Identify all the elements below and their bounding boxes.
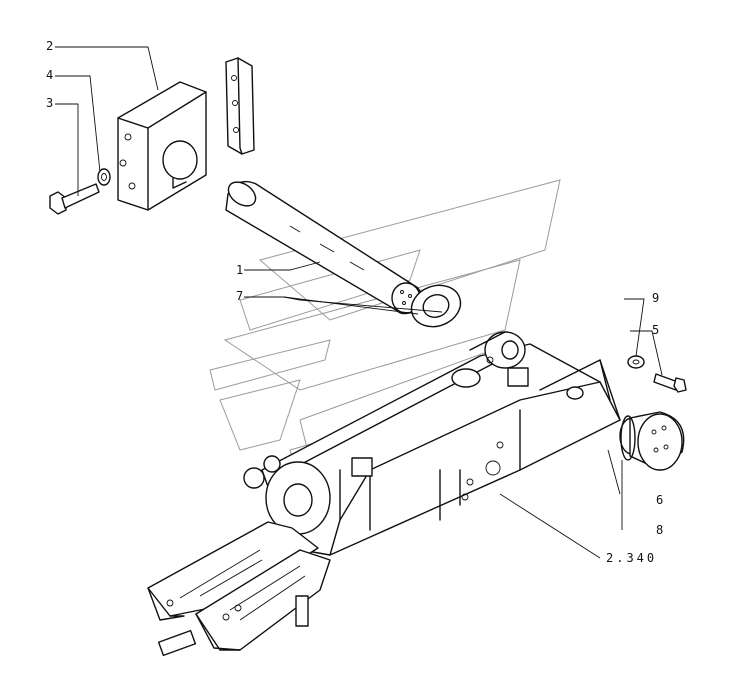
callout-1: 1 — [236, 263, 243, 277]
callout-4: 4 — [46, 68, 53, 82]
callout-2: 2 — [46, 39, 53, 53]
bearing-block — [117, 81, 207, 211]
cover-item-6 — [619, 411, 685, 471]
bolt-item-5 — [653, 373, 687, 393]
clamp-plate — [225, 57, 255, 155]
washer-item-9 — [627, 355, 645, 369]
callout-8: 8 — [656, 523, 663, 537]
axle-housing — [243, 331, 621, 556]
washer-item-4 — [97, 168, 111, 186]
callout-3: 3 — [46, 96, 53, 110]
o-ring-item-8 — [620, 415, 636, 461]
bolt-item-3 — [49, 183, 100, 215]
thrust-washer-item-7 — [410, 284, 462, 328]
callout-labels: 2 4 3 1 7 9 5 6 8 2.340 — [46, 39, 663, 565]
callout-5: 5 — [652, 323, 659, 337]
callout-6: 6 — [656, 493, 663, 507]
fork-arms — [147, 521, 331, 657]
leader-lines — [55, 46, 663, 559]
shaft-pin-item-1 — [225, 180, 423, 315]
callout-7: 7 — [236, 289, 243, 303]
callout-9: 9 — [652, 291, 659, 305]
callout-ref-2-340: 2.340 — [606, 551, 657, 565]
